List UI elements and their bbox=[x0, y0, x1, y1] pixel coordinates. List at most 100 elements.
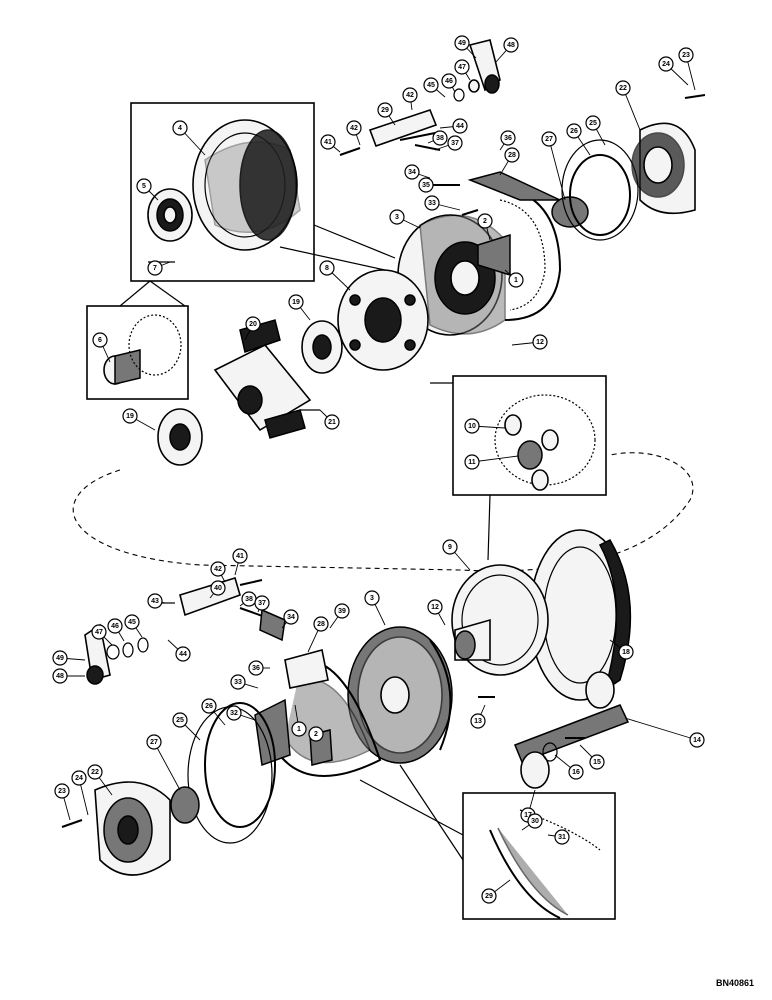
pointer-line bbox=[119, 280, 151, 307]
callout-18: 18 bbox=[618, 644, 634, 660]
callout-number: 5 bbox=[142, 183, 146, 190]
callout-22: 22 bbox=[615, 80, 631, 96]
callout-41: 41 bbox=[232, 548, 248, 564]
callout-circle bbox=[92, 332, 108, 348]
callout-number: 18 bbox=[622, 649, 630, 656]
callout-6: 6 bbox=[92, 332, 108, 348]
callout-circle bbox=[427, 599, 443, 615]
callout-circle bbox=[254, 595, 270, 611]
callout-number: 24 bbox=[75, 775, 83, 782]
callout-4: 4 bbox=[172, 120, 188, 136]
callout-number: 8 bbox=[325, 265, 329, 272]
callout-23: 23 bbox=[678, 47, 694, 63]
callout-circle bbox=[91, 624, 107, 640]
pointer-line bbox=[359, 779, 464, 836]
callout-33: 33 bbox=[424, 195, 440, 211]
callout-number: 49 bbox=[458, 40, 466, 47]
callout-circle bbox=[308, 726, 324, 742]
callout-number: 44 bbox=[456, 123, 464, 130]
callout-8: 8 bbox=[319, 260, 335, 276]
callout-circle bbox=[541, 131, 557, 147]
carrier-9-part bbox=[451, 564, 549, 676]
callout-circle bbox=[245, 316, 261, 332]
upper-cover bbox=[631, 122, 696, 215]
callout-number: 3 bbox=[370, 595, 374, 602]
callout-20: 20 bbox=[245, 316, 261, 332]
callout-number: 46 bbox=[111, 623, 119, 630]
drum-hub-part bbox=[147, 188, 193, 242]
callout-46: 46 bbox=[107, 618, 123, 634]
callout-19: 19 bbox=[288, 294, 304, 310]
callout-circle bbox=[346, 120, 362, 136]
callout-leader bbox=[471, 455, 519, 463]
callout-2: 2 bbox=[477, 213, 493, 229]
callout-circle bbox=[172, 120, 188, 136]
callout-number: 22 bbox=[91, 769, 99, 776]
callout-circle bbox=[230, 674, 246, 690]
callout-36: 36 bbox=[500, 130, 516, 146]
callout-number: 37 bbox=[258, 600, 266, 607]
callout-circle bbox=[122, 408, 138, 424]
callout-number: 47 bbox=[95, 629, 103, 636]
callout-40: 40 bbox=[210, 580, 226, 596]
lower-band-bracket bbox=[284, 649, 329, 689]
callout-38: 38 bbox=[432, 130, 448, 146]
callout-leader bbox=[624, 717, 698, 741]
callout-1: 1 bbox=[508, 272, 524, 288]
callout-3: 3 bbox=[389, 209, 405, 225]
callout-35: 35 bbox=[418, 177, 434, 193]
callout-28: 28 bbox=[504, 147, 520, 163]
callout-circle bbox=[481, 888, 497, 904]
callout-circle bbox=[334, 603, 350, 619]
callout-number: 31 bbox=[558, 834, 566, 841]
callout-number: 1 bbox=[514, 277, 518, 284]
callout-42: 42 bbox=[346, 120, 362, 136]
callout-circle bbox=[389, 209, 405, 225]
callout-number: 19 bbox=[292, 299, 300, 306]
callout-circle bbox=[658, 56, 674, 72]
liner-detail bbox=[489, 809, 601, 919]
callout-number: 17 bbox=[524, 812, 532, 819]
callout-circle bbox=[201, 698, 217, 714]
callout-number: 23 bbox=[682, 52, 690, 59]
callout-39: 39 bbox=[334, 603, 350, 619]
callout-circle bbox=[508, 272, 524, 288]
callout-circle bbox=[232, 548, 248, 564]
callout-circle bbox=[500, 130, 516, 146]
callout-25: 25 bbox=[172, 712, 188, 728]
callout-circle bbox=[585, 115, 601, 131]
callout-circle bbox=[319, 260, 335, 276]
callout-number: 26 bbox=[205, 703, 213, 710]
callout-43: 43 bbox=[147, 593, 163, 609]
callout-number: 45 bbox=[128, 619, 136, 626]
callout-circle bbox=[689, 732, 705, 748]
callout-number: 2 bbox=[314, 731, 318, 738]
callout-44: 44 bbox=[175, 646, 191, 662]
document-code: BN40861 bbox=[715, 978, 754, 988]
callout-48: 48 bbox=[52, 668, 68, 684]
callout-41: 41 bbox=[320, 134, 336, 150]
callout-number: 19 bbox=[126, 413, 134, 420]
callout-36: 36 bbox=[248, 660, 264, 676]
callout-28: 28 bbox=[313, 616, 329, 632]
callout-number: 23 bbox=[58, 788, 66, 795]
callout-7: 7 bbox=[147, 260, 163, 276]
lower-plate bbox=[187, 706, 273, 844]
callout-circle bbox=[441, 73, 457, 89]
callout-number: 44 bbox=[179, 651, 187, 658]
callout-number: 29 bbox=[381, 107, 389, 114]
callout-31: 31 bbox=[554, 829, 570, 845]
brake-shoe-lower bbox=[254, 698, 291, 767]
callout-circle bbox=[423, 77, 439, 93]
callout-number: 34 bbox=[287, 614, 295, 621]
callout-circle bbox=[424, 195, 440, 211]
inset-box-bearings bbox=[452, 375, 607, 496]
pointer-line bbox=[313, 224, 396, 259]
callout-number: 1 bbox=[297, 726, 301, 733]
callout-number: 36 bbox=[504, 135, 512, 142]
callout-number: 9 bbox=[448, 544, 452, 551]
callout-27: 27 bbox=[146, 734, 162, 750]
callout-number: 41 bbox=[236, 553, 244, 560]
callout-circle bbox=[432, 130, 448, 146]
